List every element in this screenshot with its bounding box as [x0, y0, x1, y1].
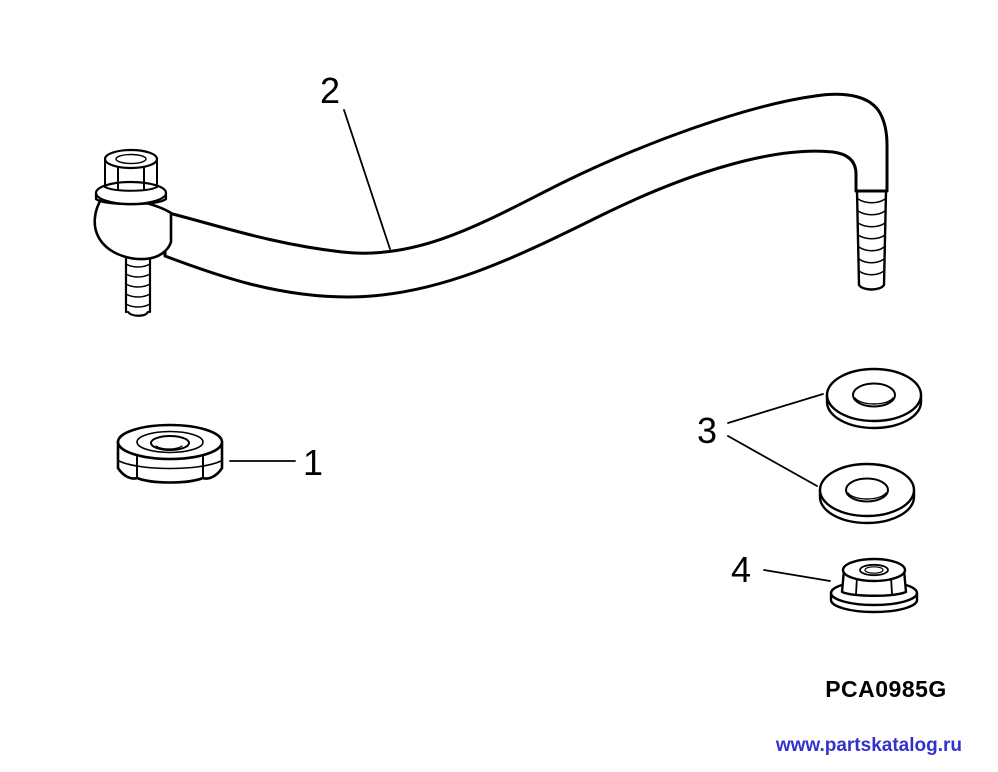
washer-lower-hole-wall — [847, 492, 887, 500]
washer-upper-outer — [825, 367, 923, 423]
washer-upper-hole-wall — [854, 397, 894, 405]
flangenut-flange-edge — [829, 591, 919, 614]
part-link-rod — [93, 92, 889, 317]
flangenut-hole-outer — [859, 563, 889, 577]
part-washer-lower — [818, 462, 916, 525]
callout-line-4 — [763, 569, 831, 582]
callout-label-1: 1 — [303, 442, 323, 483]
locknut-top-face — [116, 423, 224, 461]
callout-line-2 — [343, 109, 391, 250]
rod-bolt-flange — [94, 180, 168, 206]
callout-label-4: 4 — [731, 549, 751, 590]
callout-label-3: 3 — [697, 410, 717, 451]
callout-line-3-lower — [727, 435, 818, 487]
callout-label-2: 2 — [320, 70, 340, 111]
locknut-collar-line — [118, 460, 222, 470]
rod-bolt-flange-edge — [94, 191, 168, 206]
locknut-hole-shading — [155, 445, 183, 450]
rod-left-stud-threads — [125, 263, 151, 308]
washer-upper-hole — [852, 382, 896, 408]
rod-outline — [163, 92, 889, 299]
locknut-hole — [150, 435, 190, 451]
rod-left-stud — [124, 257, 152, 317]
washer-upper-thickness — [825, 393, 923, 430]
rod-bolt-head-sides — [104, 158, 158, 192]
washer-lower-outer — [818, 462, 916, 518]
diagram-code: PCA0985G — [825, 676, 947, 702]
part-locknut — [116, 423, 224, 484]
flangenut-hole-inner — [864, 566, 884, 574]
rod-bolt-head-chamfer — [115, 153, 147, 165]
rod-right-stud-threads — [857, 198, 886, 276]
washer-lower-hole — [845, 477, 889, 503]
flangenut-top-face — [841, 557, 907, 583]
locknut-body — [116, 440, 224, 484]
callout-line-3-upper — [727, 393, 824, 424]
watermark-link[interactable]: www.partskatalog.ru — [775, 735, 962, 756]
locknut-chamfer-ring — [136, 430, 204, 454]
washer-lower-thickness — [818, 488, 916, 525]
rod-balljoint-housing — [93, 195, 173, 261]
part-flange-nut — [829, 557, 919, 614]
rod-right-stud — [855, 189, 888, 291]
callout-lines — [229, 109, 831, 582]
rod-bolt-head-top — [103, 148, 159, 170]
part-washer-upper — [825, 367, 923, 430]
